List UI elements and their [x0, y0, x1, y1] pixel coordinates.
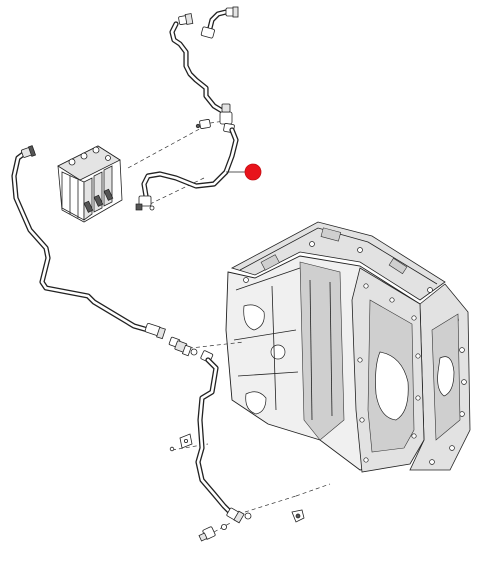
hydraulic-hose-bottom[interactable] — [169, 357, 305, 542]
hydraulic-hose-lower[interactable] — [11, 145, 166, 340]
transmission-housing[interactable] — [225, 221, 471, 473]
callout-dot[interactable] — [244, 163, 262, 181]
callout-marker[interactable] — [226, 163, 262, 181]
control-valve-block[interactable] — [57, 145, 123, 223]
hydraulic-hose-upper[interactable] — [135, 6, 239, 211]
